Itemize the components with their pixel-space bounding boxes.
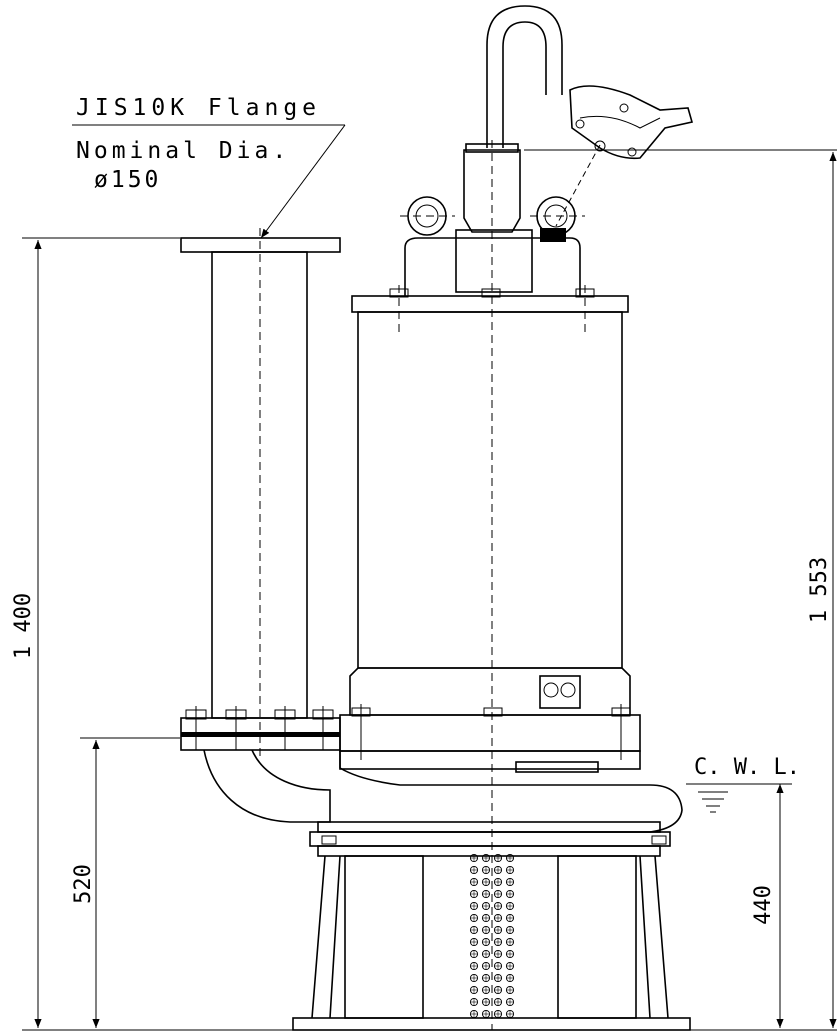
stand-left-panel xyxy=(344,855,424,1019)
stand-right-leg xyxy=(639,855,669,1019)
stand-right-panel xyxy=(557,855,637,1019)
terminal-gland-icon xyxy=(560,682,576,698)
flange-note-line2: Nominal Dia. xyxy=(76,138,290,164)
casing-upper-block xyxy=(339,714,641,752)
casing-bolts xyxy=(321,704,667,845)
motor-top-bolts xyxy=(389,285,595,332)
top-assembly xyxy=(404,5,694,296)
dimension-520: 520 xyxy=(71,737,180,1028)
casing-base-plate xyxy=(309,831,671,847)
cable-hook-inner xyxy=(579,115,661,129)
dimension-440: 440 xyxy=(751,784,784,1028)
casing-lower-band xyxy=(339,750,641,770)
hook-bolt-icon xyxy=(627,147,637,157)
lifting-handle xyxy=(486,5,563,148)
dimension-1553-label: 1 553 xyxy=(807,557,832,623)
hook-bolt-icon xyxy=(575,119,585,129)
flange-note-line1: JIS10K Flange xyxy=(76,95,321,121)
hook-bolt-icon xyxy=(619,103,629,113)
dimension-520-label: 520 xyxy=(71,864,96,904)
cover-center-block xyxy=(455,229,533,293)
flange-note: JIS10K Flange Nominal Dia. ø150 xyxy=(72,95,346,239)
outlet-gasket xyxy=(181,732,340,737)
dimension-440-label: 440 xyxy=(751,885,776,925)
dimension-1400: 1 400 xyxy=(11,237,300,1031)
strainer-screen xyxy=(466,850,514,1018)
casing-base-flange xyxy=(317,821,661,833)
casing-tab xyxy=(515,761,599,773)
stand-left-leg xyxy=(311,855,341,1019)
cable-gland-housing xyxy=(463,149,521,233)
outlet-flange-bolts xyxy=(185,706,334,750)
lifting-handle-inner xyxy=(502,21,547,148)
cable-swivel-icon xyxy=(594,140,606,152)
cable-hook xyxy=(569,85,694,160)
discharge-pipe xyxy=(180,228,341,823)
water-level-marker: C. W. L. xyxy=(686,755,800,813)
cwl-label: C. W. L. xyxy=(694,755,800,780)
motor-cylinder xyxy=(357,311,623,669)
cable-line xyxy=(555,144,601,227)
terminal-gland-icon xyxy=(543,682,559,698)
cable-clamp xyxy=(540,228,566,242)
terminal-box xyxy=(539,675,581,709)
motor-housing xyxy=(349,285,631,716)
motor-top-plate xyxy=(351,295,629,313)
discharge-elbow xyxy=(203,749,331,823)
dimension-1400-label: 1 400 xyxy=(11,593,36,659)
flange-leader-line xyxy=(260,124,346,239)
motor-cover xyxy=(404,237,581,296)
motor-bottom-skirt xyxy=(349,667,631,716)
pump-casing xyxy=(309,704,683,847)
dimension-1553: 1 553 xyxy=(524,149,837,1031)
volute-casing xyxy=(330,750,683,833)
flange-note-line3: ø150 xyxy=(94,167,161,193)
